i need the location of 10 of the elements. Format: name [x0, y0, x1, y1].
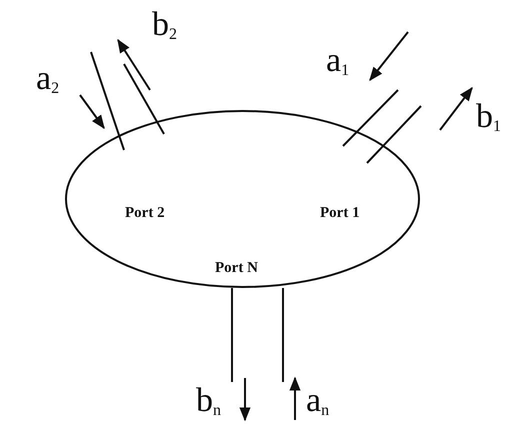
port-label: Port 1: [320, 205, 360, 222]
wave-label: a$_{1}$: [326, 44, 350, 78]
wave-label: a$_{n}$: [306, 384, 330, 418]
wave-label: b$_{1}$: [476, 100, 501, 134]
wave-label: b$_{2}$: [152, 8, 177, 42]
port-label: Port N: [215, 260, 258, 277]
wave-label: b$_{n}$: [196, 384, 221, 418]
network-ellipse: [65, 110, 420, 288]
wave-label: a$_{2}$: [36, 62, 60, 96]
port-label: Port 2: [125, 205, 165, 222]
